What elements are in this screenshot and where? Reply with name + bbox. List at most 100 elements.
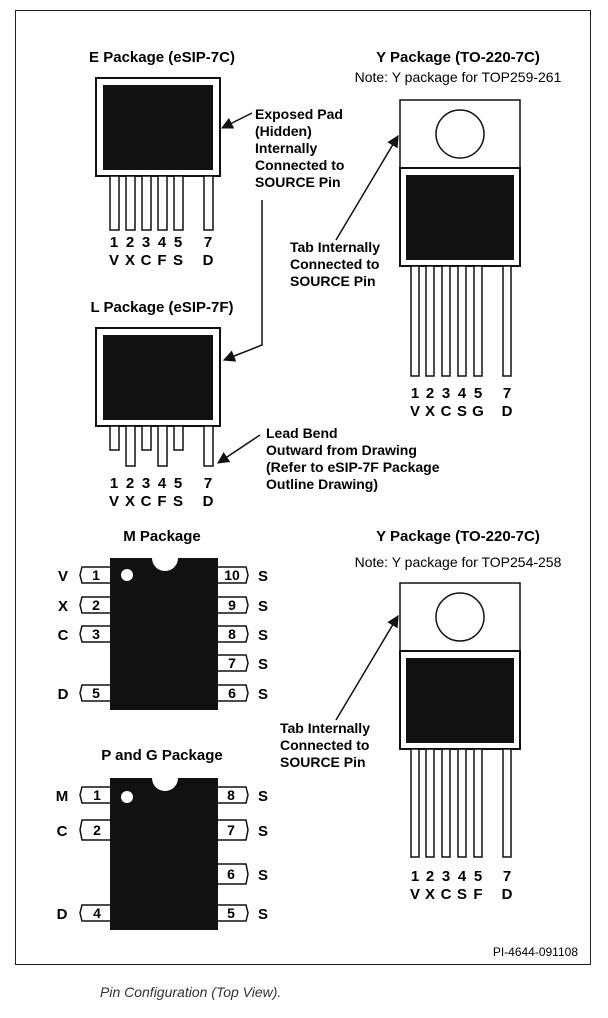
m-right-pin-letter: S xyxy=(258,568,268,585)
e-pin-letter: S xyxy=(173,252,183,269)
y-top-pin-number: 2 xyxy=(426,385,434,402)
l-package-title: L Package (eSIP-7F) xyxy=(90,299,233,316)
p-g-right-pin-number: 7 xyxy=(227,822,235,838)
y-top-body xyxy=(399,167,521,267)
m-left-pin-number: 2 xyxy=(92,597,100,613)
svg-text:Connected to: Connected to xyxy=(280,737,369,753)
l-package-body xyxy=(95,327,221,427)
p-g-left-pin-letter: C xyxy=(57,823,68,840)
y-top-pin-letter: D xyxy=(502,403,513,420)
y-bottom-pin-letter: V xyxy=(410,886,420,903)
y-top-pin-letter: X xyxy=(425,403,435,420)
l-pin-number: 7 xyxy=(204,475,212,492)
svg-text:SOURCE Pin: SOURCE Pin xyxy=(290,273,376,289)
l-pin-letter: F xyxy=(157,493,166,510)
y-bottom-pin-letter: X xyxy=(425,886,435,903)
e-pin-number: 1 xyxy=(110,234,118,251)
y-package-bottom: Y Package (TO-220-7C) Note: Y package fo… xyxy=(280,528,562,903)
y-top-leads xyxy=(410,265,512,377)
y-bottom-pin-number: 1 xyxy=(411,868,419,885)
svg-text:Outline Drawing): Outline Drawing) xyxy=(266,476,378,492)
l-package-leads xyxy=(109,425,214,467)
e-pin-letter: C xyxy=(141,252,152,269)
l-pin-letter: S xyxy=(173,493,183,510)
p-g-right-pin-tabs xyxy=(218,786,249,922)
m-left-pin-number: 1 xyxy=(92,567,100,583)
m-right-pin-letter: S xyxy=(258,686,268,703)
y-top-pin-letter: V xyxy=(410,403,420,420)
p-g-right-pin-letter: S xyxy=(258,906,268,923)
l-pin-number: 2 xyxy=(126,475,134,492)
m-package: M Package 1 2 3 5 10 9 8 xyxy=(58,528,268,710)
p-g-left-pin-tabs xyxy=(79,786,110,922)
y-top-pin-number: 1 xyxy=(411,385,419,402)
p-g-package-body xyxy=(110,778,218,930)
p-g-left-pin-number: 4 xyxy=(93,905,101,921)
p-g-left-pin-number: 1 xyxy=(93,787,101,803)
y-top-pin-number: 7 xyxy=(503,385,511,402)
m-right-pin-letter: S xyxy=(258,656,268,673)
y-bottom-pin-number: 4 xyxy=(458,868,467,885)
y-bottom-pin-number: 5 xyxy=(474,868,482,885)
p-g-right-pin-letter: S xyxy=(258,867,268,884)
m-right-pin-number: 9 xyxy=(228,597,236,613)
l-pin-number: 5 xyxy=(174,475,182,492)
e-exposed-pad-annotation: Exposed Pad (Hidden) Internally Connecte… xyxy=(255,106,344,190)
m-left-pin-letter: D xyxy=(58,686,69,703)
svg-text:SOURCE Pin: SOURCE Pin xyxy=(255,174,341,190)
y-top-tab-arrow xyxy=(335,134,399,241)
m-right-pin-number: 10 xyxy=(224,567,240,583)
e-pin-number: 5 xyxy=(174,234,182,251)
l-lead-arrow xyxy=(217,434,261,464)
y-bottom-pin-letter: D xyxy=(502,886,513,903)
y-top-pin-letter: S xyxy=(457,403,467,420)
l-pin-number: 4 xyxy=(158,475,167,492)
l-pin-letter: D xyxy=(203,493,214,510)
p-g-right-pin-number: 6 xyxy=(227,866,235,882)
e-package-title: E Package (eSIP-7C) xyxy=(89,49,235,66)
e-pin-number: 2 xyxy=(126,234,134,251)
svg-text:(Refer to eSIP-7F Package: (Refer to eSIP-7F Package xyxy=(266,459,440,475)
figure-caption: Pin Configuration (Top View). xyxy=(100,984,282,1000)
y-top-pin-number: 4 xyxy=(458,385,467,402)
y-bottom-tab xyxy=(399,582,521,652)
svg-text:Connected to: Connected to xyxy=(290,256,379,272)
y-bottom-pin-letter: S xyxy=(457,886,467,903)
svg-text:Tab Internally: Tab Internally xyxy=(280,720,370,736)
l-pin-letter: C xyxy=(141,493,152,510)
l-pad-arrow xyxy=(222,200,263,362)
p-g-right-pin-number: 5 xyxy=(227,905,235,921)
e-pin-number: 3 xyxy=(142,234,150,251)
y-package-top: Y Package (TO-220-7C) Note: Y package fo… xyxy=(290,49,562,420)
l-pin-letter: X xyxy=(125,493,135,510)
e-pad-arrow xyxy=(220,112,253,129)
m-right-pin-number: 8 xyxy=(228,626,236,642)
l-pin-letter: V xyxy=(109,493,119,510)
y-bottom-tab-arrow xyxy=(335,614,399,721)
m-package-title: M Package xyxy=(123,528,201,545)
y-bottom-pin-letter: F xyxy=(473,886,482,903)
m-left-pin-tabs xyxy=(79,566,110,702)
l-lead-bend-annotation: Lead Bend Outward from Drawing (Refer to… xyxy=(266,425,440,492)
m-left-pin-letter: V xyxy=(58,568,68,585)
p-g-right-pin-letter: S xyxy=(258,823,268,840)
e-pin-letter: V xyxy=(109,252,119,269)
e-pin-letter: F xyxy=(157,252,166,269)
m-left-pin-letter: C xyxy=(58,627,69,644)
p-g-right-pin-letter: S xyxy=(258,788,268,805)
p-g-left-pin-number: 2 xyxy=(93,822,101,838)
svg-text:SOURCE Pin: SOURCE Pin xyxy=(280,754,366,770)
l-pin-number: 3 xyxy=(142,475,150,492)
m-left-pin-number: 3 xyxy=(92,626,100,642)
svg-text:Outward from Drawing: Outward from Drawing xyxy=(266,442,417,458)
y-top-pin-letter: G xyxy=(472,403,484,420)
m-left-pin-number: 5 xyxy=(92,685,100,701)
p-g-package: P and G Package 1 2 4 8 7 6 5 M xyxy=(56,747,268,930)
y-top-title: Y Package (TO-220-7C) xyxy=(376,49,540,66)
y-top-tab-annotation: Tab Internally Connected to SOURCE Pin xyxy=(290,239,380,289)
svg-text:Lead Bend: Lead Bend xyxy=(266,425,338,441)
y-top-pin-number: 3 xyxy=(442,385,450,402)
l-package: L Package (eSIP-7F) 1 2 3 4 5 7 V X C F … xyxy=(90,299,439,510)
svg-text:Internally: Internally xyxy=(255,140,317,156)
